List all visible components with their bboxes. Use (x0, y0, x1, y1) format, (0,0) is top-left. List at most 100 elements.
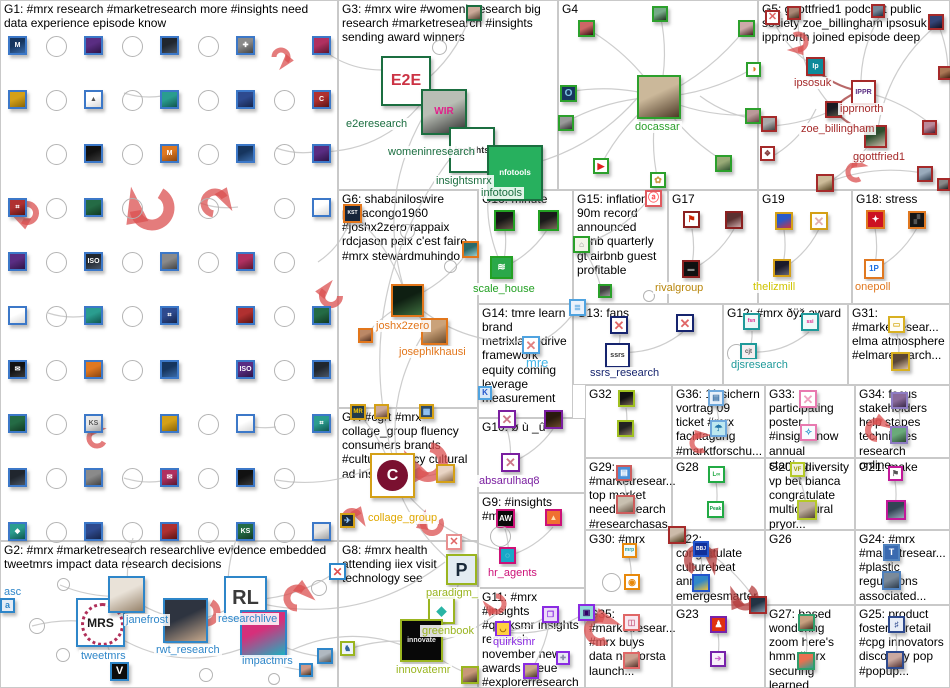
graph-node[interactable] (84, 468, 103, 487)
graph-node[interactable] (160, 36, 179, 55)
graph-node[interactable]: VF (790, 462, 805, 477)
graph-node[interactable]: ▦ (419, 404, 434, 419)
graph-node[interactable]: ✕ (810, 212, 828, 230)
graph-node[interactable] (797, 652, 815, 670)
graph-node[interactable]: KST (343, 204, 362, 223)
node-label-insightsmrx[interactable]: insightsmrx (434, 175, 494, 188)
graph-node[interactable] (312, 36, 331, 55)
node-label-greenbook[interactable]: greenbook (420, 625, 476, 638)
graph-node[interactable]: ✚ (556, 651, 570, 665)
graph-node[interactable] (317, 648, 333, 664)
graph-node[interactable] (798, 614, 815, 631)
graph-node[interactable] (787, 6, 801, 20)
graph-node[interactable] (8, 468, 27, 487)
graph-node[interactable] (668, 526, 686, 544)
graph-node[interactable]: Peak (707, 501, 724, 518)
graph-node[interactable]: ⌗ (8, 198, 27, 217)
node-ipsosuk[interactable]: Ip (806, 57, 825, 76)
node-label-infotools[interactable]: infotools (479, 187, 524, 200)
graph-node[interactable] (122, 252, 143, 273)
graph-node[interactable] (46, 360, 67, 381)
graph-node[interactable] (602, 573, 621, 592)
graph-node[interactable] (938, 66, 950, 80)
node-ipprnorth[interactable]: IPPR (851, 80, 876, 105)
graph-node[interactable]: ✿ (650, 172, 666, 188)
graph-node[interactable] (274, 90, 295, 111)
graph-node[interactable] (715, 155, 732, 172)
graph-node[interactable] (160, 252, 179, 271)
graph-node[interactable] (29, 618, 45, 634)
graph-node[interactable] (617, 420, 634, 437)
node-label-womeninresearch[interactable]: womeninresearch (386, 146, 477, 159)
graph-node[interactable] (312, 144, 331, 163)
graph-node[interactable] (400, 224, 415, 239)
graph-node[interactable] (816, 174, 834, 192)
graph-node[interactable]: ▤ (616, 465, 632, 481)
graph-node[interactable] (46, 144, 67, 165)
graph-node[interactable] (46, 90, 67, 111)
graph-node[interactable]: ✚ (236, 36, 255, 55)
graph-node[interactable] (523, 663, 539, 679)
graph-node[interactable]: ❖ (760, 146, 775, 161)
node-label-janefrost[interactable]: janefrost (124, 614, 171, 627)
node-label-ipprnorth[interactable]: ipprnorth (838, 103, 886, 116)
graph-node[interactable]: T (883, 544, 900, 561)
graph-node[interactable] (886, 651, 904, 669)
graph-node[interactable] (46, 468, 67, 489)
graph-node[interactable] (544, 410, 563, 429)
node-asc[interactable]: a (0, 598, 15, 613)
graph-node[interactable] (274, 522, 295, 543)
graph-node[interactable] (198, 36, 219, 57)
graph-node[interactable] (578, 20, 595, 37)
graph-node[interactable]: mrp (622, 543, 637, 558)
graph-node[interactable] (46, 36, 67, 57)
graph-node[interactable] (462, 241, 479, 258)
graph-node[interactable] (274, 198, 295, 219)
graph-node[interactable] (274, 252, 295, 273)
graph-node[interactable]: KS (236, 522, 255, 541)
graph-node[interactable]: M (160, 144, 179, 163)
graph-node[interactable] (122, 306, 143, 327)
graph-node[interactable] (312, 360, 331, 379)
graph-node[interactable]: C (312, 90, 331, 109)
graph-node[interactable] (374, 404, 389, 419)
graph-node[interactable] (122, 198, 143, 219)
graph-node[interactable] (198, 522, 219, 543)
graph-node[interactable]: ▲ (84, 90, 103, 109)
graph-node[interactable] (891, 392, 908, 409)
node-label-ggottfried1[interactable]: ggottfried1 (851, 151, 907, 164)
node-label-docassar[interactable]: docassar (633, 121, 682, 134)
graph-node[interactable] (46, 522, 67, 543)
graph-node[interactable] (8, 414, 27, 433)
graph-node[interactable] (558, 115, 574, 131)
graph-node[interactable] (236, 306, 255, 325)
graph-node[interactable] (84, 198, 103, 217)
graph-node[interactable] (198, 414, 219, 435)
graph-node[interactable] (46, 252, 67, 273)
graph-node[interactable]: ISO (236, 360, 255, 379)
graph-node[interactable] (236, 144, 255, 163)
node-collage_group[interactable]: C (370, 453, 415, 498)
node-label-onepoll[interactable]: onepoll (853, 281, 893, 294)
graph-node[interactable] (84, 144, 103, 163)
graph-node[interactable] (122, 522, 143, 543)
graph-node[interactable] (312, 306, 331, 325)
graph-node[interactable]: ♯ (888, 616, 905, 633)
graph-node[interactable] (299, 663, 313, 677)
graph-node[interactable] (199, 668, 213, 682)
graph-node[interactable]: ✕ (522, 336, 540, 354)
node-label-scale_house[interactable]: scale_house (471, 283, 537, 296)
graph-node[interactable] (311, 580, 327, 596)
node-label-zoe_billingham[interactable]: zoe_billingham (799, 123, 877, 136)
graph-node[interactable] (538, 210, 559, 231)
graph-node[interactable] (160, 522, 179, 541)
node-label-innovatemr[interactable]: innovatemr (394, 664, 453, 677)
graph-node[interactable]: ✕ (329, 563, 346, 580)
graph-node[interactable] (198, 90, 219, 111)
graph-node[interactable]: ❒ (542, 606, 559, 623)
node-scale_house[interactable]: ≋ (490, 256, 513, 279)
node-absarulhaq8[interactable]: ✕ (501, 453, 520, 472)
node-paradigm[interactable]: P (446, 554, 477, 585)
graph-node[interactable] (797, 500, 817, 520)
graph-node[interactable]: BBJ (693, 541, 709, 557)
